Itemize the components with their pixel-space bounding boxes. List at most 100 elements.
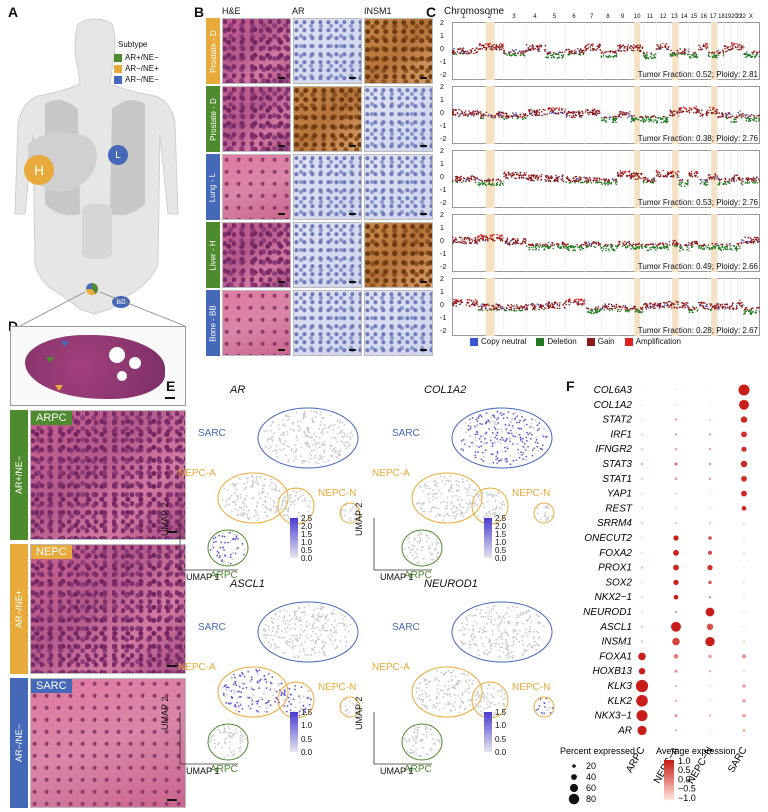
cell-point xyxy=(297,511,300,514)
cnv-point xyxy=(553,303,555,306)
cell-point xyxy=(523,425,526,427)
cnv-point xyxy=(632,245,634,248)
cnv-point xyxy=(486,238,489,240)
cell-point xyxy=(501,457,503,460)
cell-point xyxy=(303,629,306,632)
cell-point xyxy=(290,497,292,500)
cnv-point xyxy=(612,118,614,120)
cnv-point xyxy=(615,52,618,55)
cell-point xyxy=(264,630,267,633)
cnv-point xyxy=(672,114,674,117)
cnv-point xyxy=(563,245,565,248)
cell-point xyxy=(234,552,237,555)
legend-item-ar-pos: AR+/NE− xyxy=(114,52,159,63)
cnv-point xyxy=(528,246,530,249)
cnv-point xyxy=(490,114,492,117)
cnv-point xyxy=(701,109,703,112)
cnv-point xyxy=(458,108,460,111)
cell-point xyxy=(541,444,544,447)
cnv-point xyxy=(631,174,633,177)
cell-point xyxy=(271,421,274,424)
cnv-point xyxy=(706,179,709,181)
cell-point xyxy=(336,631,338,634)
cell-point xyxy=(437,507,440,510)
stain-tile xyxy=(364,222,433,288)
cnv-point xyxy=(751,55,754,58)
cell-point xyxy=(311,623,314,626)
highlight-band xyxy=(672,22,679,80)
cell-point xyxy=(477,417,479,419)
cnv-point xyxy=(524,308,526,310)
cnv-point xyxy=(756,240,758,242)
cell-point xyxy=(298,425,300,428)
cnv-point xyxy=(503,52,505,54)
cell-point xyxy=(281,448,284,451)
cell-point xyxy=(291,618,293,620)
cell-point xyxy=(323,423,326,426)
cnv-point xyxy=(509,306,511,309)
cnv-point xyxy=(547,56,550,59)
cnv-point xyxy=(611,307,613,310)
cell-point xyxy=(425,540,428,543)
cnv-point xyxy=(645,55,648,57)
cnv-point xyxy=(626,309,629,311)
cnv-point xyxy=(714,173,716,176)
cell-point xyxy=(282,418,285,421)
cnv-point xyxy=(549,51,552,53)
cnv-point xyxy=(594,179,596,181)
cnv-point xyxy=(513,305,515,307)
cnv-point xyxy=(746,182,749,184)
subtype-tag: NEPC xyxy=(31,545,72,559)
cnv-point xyxy=(696,108,698,111)
cnv-point xyxy=(533,179,535,182)
cnv-point xyxy=(579,48,582,50)
cell-point xyxy=(237,509,239,512)
cnv-point xyxy=(670,110,672,112)
cnv-point xyxy=(522,176,525,179)
cell-point xyxy=(237,477,240,479)
cnv-point xyxy=(641,116,644,118)
cluster-label: NEPC-N xyxy=(318,488,357,499)
cnv-point xyxy=(460,51,462,53)
cnv-point xyxy=(535,113,537,116)
cnv-point xyxy=(716,177,718,179)
cnv-point xyxy=(673,307,676,309)
cell-point xyxy=(296,516,299,518)
cnv-point xyxy=(488,113,490,116)
cnv-point xyxy=(513,50,515,52)
cnv-point xyxy=(681,181,684,184)
cell-point xyxy=(282,423,285,426)
cnv-point xyxy=(641,308,644,311)
cnv-point xyxy=(456,241,459,244)
cnv-point xyxy=(453,298,455,301)
cell-point xyxy=(293,430,295,432)
cell-point xyxy=(231,538,234,541)
cell-point xyxy=(508,437,511,440)
subtype-tag: SARC xyxy=(31,679,72,693)
cnv-point xyxy=(605,121,607,123)
cell-point xyxy=(313,622,315,624)
cnv-point xyxy=(498,238,501,240)
cnv-point xyxy=(595,49,597,51)
cnv-point xyxy=(656,44,658,46)
cnv-point xyxy=(482,235,484,237)
cell-point xyxy=(292,459,295,462)
cnv-point xyxy=(638,246,641,248)
cell-point xyxy=(291,501,294,503)
cnv-point xyxy=(726,247,728,249)
cnv-point xyxy=(498,309,501,311)
highlight-band xyxy=(672,150,679,208)
cnv-point xyxy=(690,57,692,59)
cell-point xyxy=(474,499,476,502)
cell-point xyxy=(512,459,515,462)
cnv-point xyxy=(710,303,713,305)
cnv-point xyxy=(636,178,639,181)
cnv-point xyxy=(452,303,454,305)
cnv-point xyxy=(734,42,736,45)
cnv-point xyxy=(727,48,730,51)
cnv-legend-item: Amplification xyxy=(624,337,681,346)
chromosome-label: 16 xyxy=(700,14,707,20)
umap-plot xyxy=(179,601,361,765)
cell-point xyxy=(255,511,257,513)
cnv-point xyxy=(732,308,735,311)
